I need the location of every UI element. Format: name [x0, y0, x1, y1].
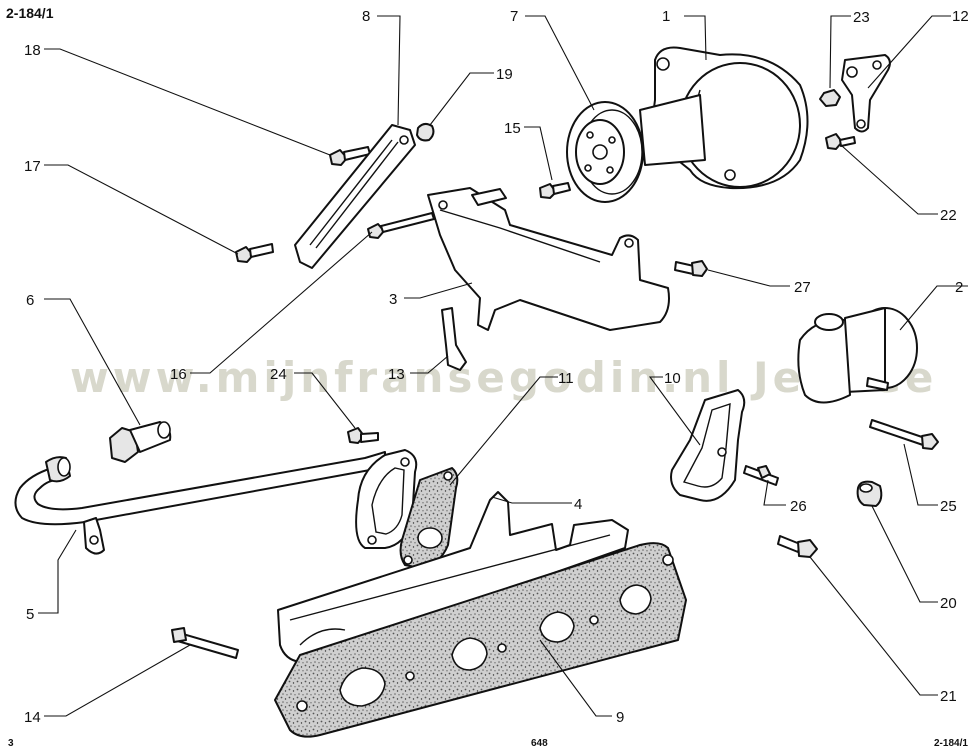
callout-8: 8	[362, 8, 370, 25]
bolt-16	[367, 212, 435, 239]
union-fitting-6	[109, 421, 172, 463]
ref-top-left: 2-184/1	[6, 5, 54, 21]
adjusting-strap	[294, 124, 416, 269]
callout-10: 10	[664, 370, 681, 387]
pipe-flange	[355, 449, 418, 549]
stud-14	[171, 627, 239, 659]
callout-13: 13	[388, 366, 405, 383]
bolt-25	[869, 419, 939, 450]
callout-4: 4	[574, 496, 582, 513]
callout-3: 3	[389, 291, 397, 308]
bolt-21	[777, 535, 818, 558]
manifold-gasket-9	[274, 542, 687, 738]
callout-6: 6	[26, 292, 34, 309]
bolt-17	[235, 243, 274, 263]
callout-27: 27	[794, 279, 811, 296]
footer-left: 3	[8, 738, 14, 749]
bolt-22	[825, 133, 856, 150]
callout-16: 16	[170, 366, 187, 383]
callout-20: 20	[940, 595, 957, 612]
bolt-15	[539, 182, 571, 199]
callout-17: 17	[24, 158, 41, 175]
pump-pulley	[566, 94, 706, 203]
callout-25: 25	[940, 498, 957, 515]
callout-23: 23	[853, 9, 870, 26]
callout-5: 5	[26, 606, 34, 623]
watermark-text: www.mijnfransegodin.nl JeePee	[70, 353, 937, 402]
callout-7: 7	[510, 8, 518, 25]
callout-26: 26	[790, 498, 807, 515]
callout-14: 14	[24, 709, 41, 726]
callout-24: 24	[270, 366, 287, 383]
gasket-11	[399, 467, 459, 569]
callout-22: 22	[940, 207, 957, 224]
footer-right: 2-184/1	[934, 738, 968, 749]
callout-12: 12	[952, 8, 969, 25]
callout-labels: 1 2 3 4 5 6 7 8 9 10 11 12 13 14 15 16 1…	[24, 8, 969, 726]
bolt-27	[674, 260, 708, 277]
spacer-19	[416, 122, 435, 142]
callout-19: 19	[496, 66, 513, 83]
gasket-10	[670, 389, 746, 502]
nut-23	[819, 89, 841, 107]
spacer-20	[856, 480, 883, 507]
mounting-bracket	[427, 187, 670, 331]
callout-18: 18	[24, 42, 41, 59]
callout-1: 1	[662, 8, 670, 25]
bolt-18	[329, 146, 371, 166]
bolt-24	[347, 427, 379, 444]
callout-2: 2	[955, 279, 963, 296]
callout-9: 9	[616, 709, 624, 726]
callout-21: 21	[940, 688, 957, 705]
callout-15: 15	[504, 120, 521, 137]
footer-center: 648	[531, 738, 548, 749]
leader-lines	[38, 15, 968, 717]
small-bracket-13	[441, 307, 467, 371]
stud-26	[743, 465, 779, 486]
callout-11: 11	[558, 370, 574, 387]
pump-bracket	[841, 54, 891, 133]
